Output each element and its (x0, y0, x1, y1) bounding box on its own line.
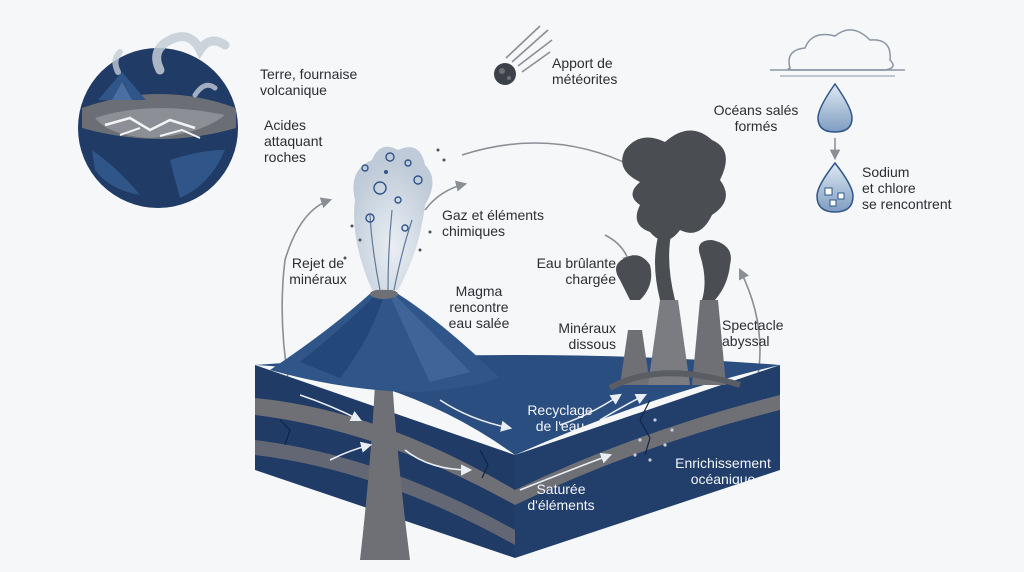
meteorite-icon (494, 25, 553, 85)
salt-crystal-drop-icon (816, 161, 854, 213)
steam-plume-icon (343, 146, 446, 291)
volcano-icon (270, 289, 500, 392)
hydrothermal-vents-icon (608, 130, 741, 462)
volcanic-earth-globe-icon (78, 32, 238, 208)
water-drop-icon (817, 82, 853, 133)
rain-cloud-icon (770, 29, 905, 77)
